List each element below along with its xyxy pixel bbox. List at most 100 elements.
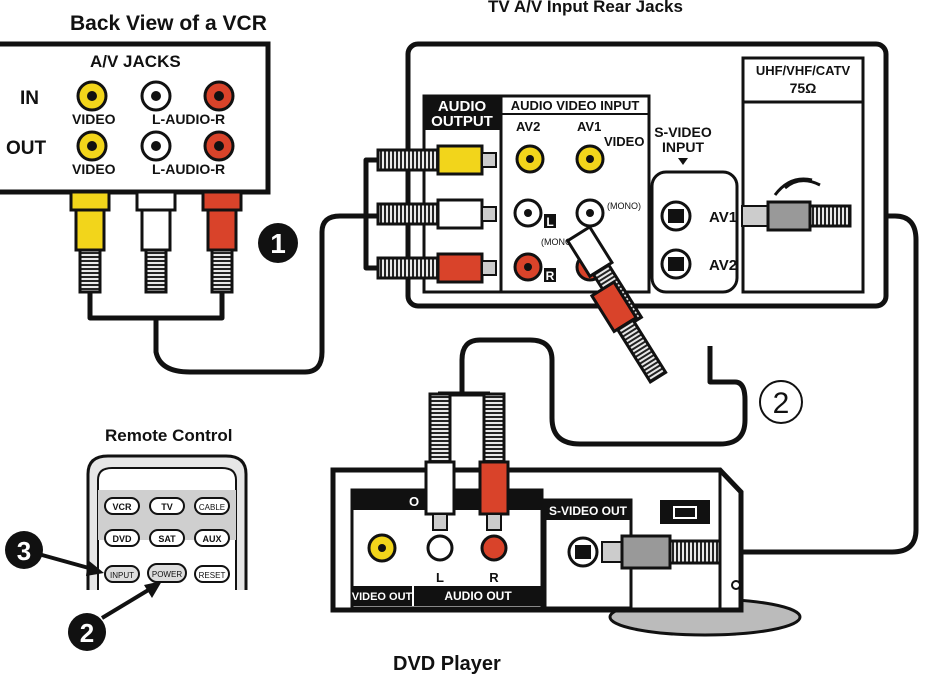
tv-title: TV A/V Input Rear Jacks xyxy=(488,0,683,16)
vcr-out-video-jack[interactable] xyxy=(76,130,108,162)
vcr-out-label: OUT xyxy=(6,138,47,159)
vcr-cable-bundle xyxy=(87,290,225,321)
tv-av2-video-jack[interactable] xyxy=(515,144,545,174)
svg-text:INPUT: INPUT xyxy=(110,571,134,580)
tv-svideo-input-label-1: S-VIDEO xyxy=(654,124,712,140)
dvd-player: O T VIDEO OUT AUDIO OUT L R S-VIDEO OUT xyxy=(330,467,802,637)
left-marker-box xyxy=(544,214,556,228)
vcr-in-audio-left-jack[interactable] xyxy=(140,80,172,112)
antenna-section xyxy=(741,100,865,294)
dvd-audio-out-label: AUDIO OUT xyxy=(444,589,512,603)
tv-svideo-av1-label: AV1 xyxy=(709,209,737,226)
svg-text:1: 1 xyxy=(270,228,286,259)
dvd-svideo-out-jack[interactable] xyxy=(567,536,599,568)
dvd-title: DVD Player xyxy=(393,653,501,675)
tv-av2-label: AV2 xyxy=(516,119,540,134)
vcr-out-audio-right-jack[interactable] xyxy=(203,130,235,162)
vcr-panel-title: A/V JACKS xyxy=(90,52,181,71)
tv-svideo-av2-label: AV2 xyxy=(709,257,737,274)
dvd-audio-cable xyxy=(459,337,748,447)
remote-control: VCR TV CABLE DVD SAT AUX INPUT POWER RES… xyxy=(86,454,248,590)
step-3-marker: 3 xyxy=(5,531,43,569)
dvd-port-icon xyxy=(660,500,710,524)
arrow-to-input-icon xyxy=(41,553,104,576)
tv-svideo-av1-jack[interactable] xyxy=(660,200,692,232)
tv-svideo-plug[interactable] xyxy=(741,200,852,232)
dvd-white-plug[interactable] xyxy=(424,392,456,562)
vcr-in-video-label: VIDEO xyxy=(72,111,116,127)
tv-right-marker: R xyxy=(546,269,555,283)
tv-output-red-plug[interactable] xyxy=(376,252,497,284)
tv-output-yellow-plug[interactable] xyxy=(376,144,497,176)
dvd-right-label: R xyxy=(489,570,499,585)
right-marker-box xyxy=(544,268,556,282)
vcr-title: Back View of a VCR xyxy=(70,12,267,35)
tv-svideo-input-label-2: INPUT xyxy=(662,139,704,155)
vcr-to-tv-cable xyxy=(153,213,378,375)
tv-left-marker: L xyxy=(546,215,553,229)
vcr-in-audio-label: L-AUDIO-R xyxy=(152,111,225,127)
remote-input-button[interactable]: INPUT xyxy=(104,565,140,583)
remote-tv-button[interactable]: TV xyxy=(149,497,185,515)
step-2-circle-marker: 2 xyxy=(759,380,803,424)
remote-cable-button[interactable]: CABLE xyxy=(194,497,230,515)
remote-reset-button[interactable]: RESET xyxy=(194,565,230,583)
remote-dvd-button[interactable]: DVD xyxy=(104,529,140,547)
tv-av1-video-jack[interactable] xyxy=(575,144,605,174)
vcr-out-video-label: VIDEO xyxy=(72,161,116,177)
remote-vcr-button[interactable]: VCR xyxy=(104,497,140,515)
remote-aux-button[interactable]: AUX xyxy=(194,529,230,547)
remote-power-button[interactable]: POWER xyxy=(147,563,187,583)
tv-output-white-plug[interactable] xyxy=(376,198,497,230)
tv-av1-audio-left-jack[interactable] xyxy=(575,198,605,228)
vcr-in-audio-right-jack[interactable] xyxy=(203,80,235,112)
tv-mono-label-av1: (MONO) xyxy=(607,201,641,211)
dvd-svideo-out-label: S-VIDEO OUT xyxy=(549,504,628,518)
tv-av2-audio-left-jack[interactable] xyxy=(513,198,543,228)
tv-audio-video-input-label: AUDIO VIDEO INPUT xyxy=(511,98,640,113)
remote-sat-button[interactable]: SAT xyxy=(149,529,185,547)
svg-text:CABLE: CABLE xyxy=(199,503,225,512)
tv-mono-label-av2: (MONO) xyxy=(541,237,575,247)
step-1-marker: 1 xyxy=(258,223,298,263)
dvd-output-partial-left: O xyxy=(409,494,419,509)
antenna-label-box xyxy=(741,56,865,104)
tv-output-cable-bracket xyxy=(363,157,378,271)
arrow-to-power-icon xyxy=(100,581,162,620)
tv-av1-label: AV1 xyxy=(577,119,601,134)
vcr-back-panel: A/V JACKS IN OUT VIDEO L-AUDIO-R VIDEO L… xyxy=(0,41,271,195)
remote-title: Remote Control xyxy=(105,426,233,445)
svg-text:2: 2 xyxy=(80,618,94,648)
dvd-left-label: L xyxy=(436,570,444,585)
svg-text:SAT: SAT xyxy=(158,534,176,544)
vcr-out-audio-label: L-AUDIO-R xyxy=(152,161,225,177)
vcr-red-plug[interactable] xyxy=(201,190,243,294)
tv-diagonal-red-plug[interactable] xyxy=(589,279,669,384)
svg-text:DVD: DVD xyxy=(112,534,132,544)
svg-text:3: 3 xyxy=(17,536,31,566)
tv-video-label: VIDEO xyxy=(604,134,644,149)
svg-text:RESET: RESET xyxy=(199,571,226,580)
antenna-ohms: 75Ω xyxy=(790,80,817,96)
tv-audio-output-label-1: AUDIO xyxy=(438,98,487,115)
dvd-svideo-plug[interactable] xyxy=(601,534,722,570)
dvd-red-plug[interactable] xyxy=(478,392,510,562)
tv-svideo-av2-jack[interactable] xyxy=(660,248,692,280)
vcr-out-audio-left-jack[interactable] xyxy=(140,130,172,162)
tv-av2-audio-right-jack[interactable] xyxy=(513,252,543,282)
vcr-white-plug[interactable] xyxy=(135,190,177,294)
svg-text:VCR: VCR xyxy=(112,502,132,512)
svideo-down-arrow-icon xyxy=(678,158,688,165)
svideo-cable xyxy=(718,213,919,555)
vcr-yellow-plug[interactable] xyxy=(69,190,111,294)
dvd-video-out-jack[interactable] xyxy=(367,533,397,563)
vcr-in-label: IN xyxy=(20,88,39,109)
tv-audio-output-label-2: OUTPUT xyxy=(431,113,493,130)
antenna-connector xyxy=(773,177,821,196)
svg-text:TV: TV xyxy=(161,502,173,512)
dvd-video-out-label: VIDEO OUT xyxy=(352,591,413,603)
step-2-marker: 2 xyxy=(68,613,106,651)
antenna-label: UHF/VHF/CATV xyxy=(756,63,851,78)
vcr-in-video-jack[interactable] xyxy=(76,80,108,112)
